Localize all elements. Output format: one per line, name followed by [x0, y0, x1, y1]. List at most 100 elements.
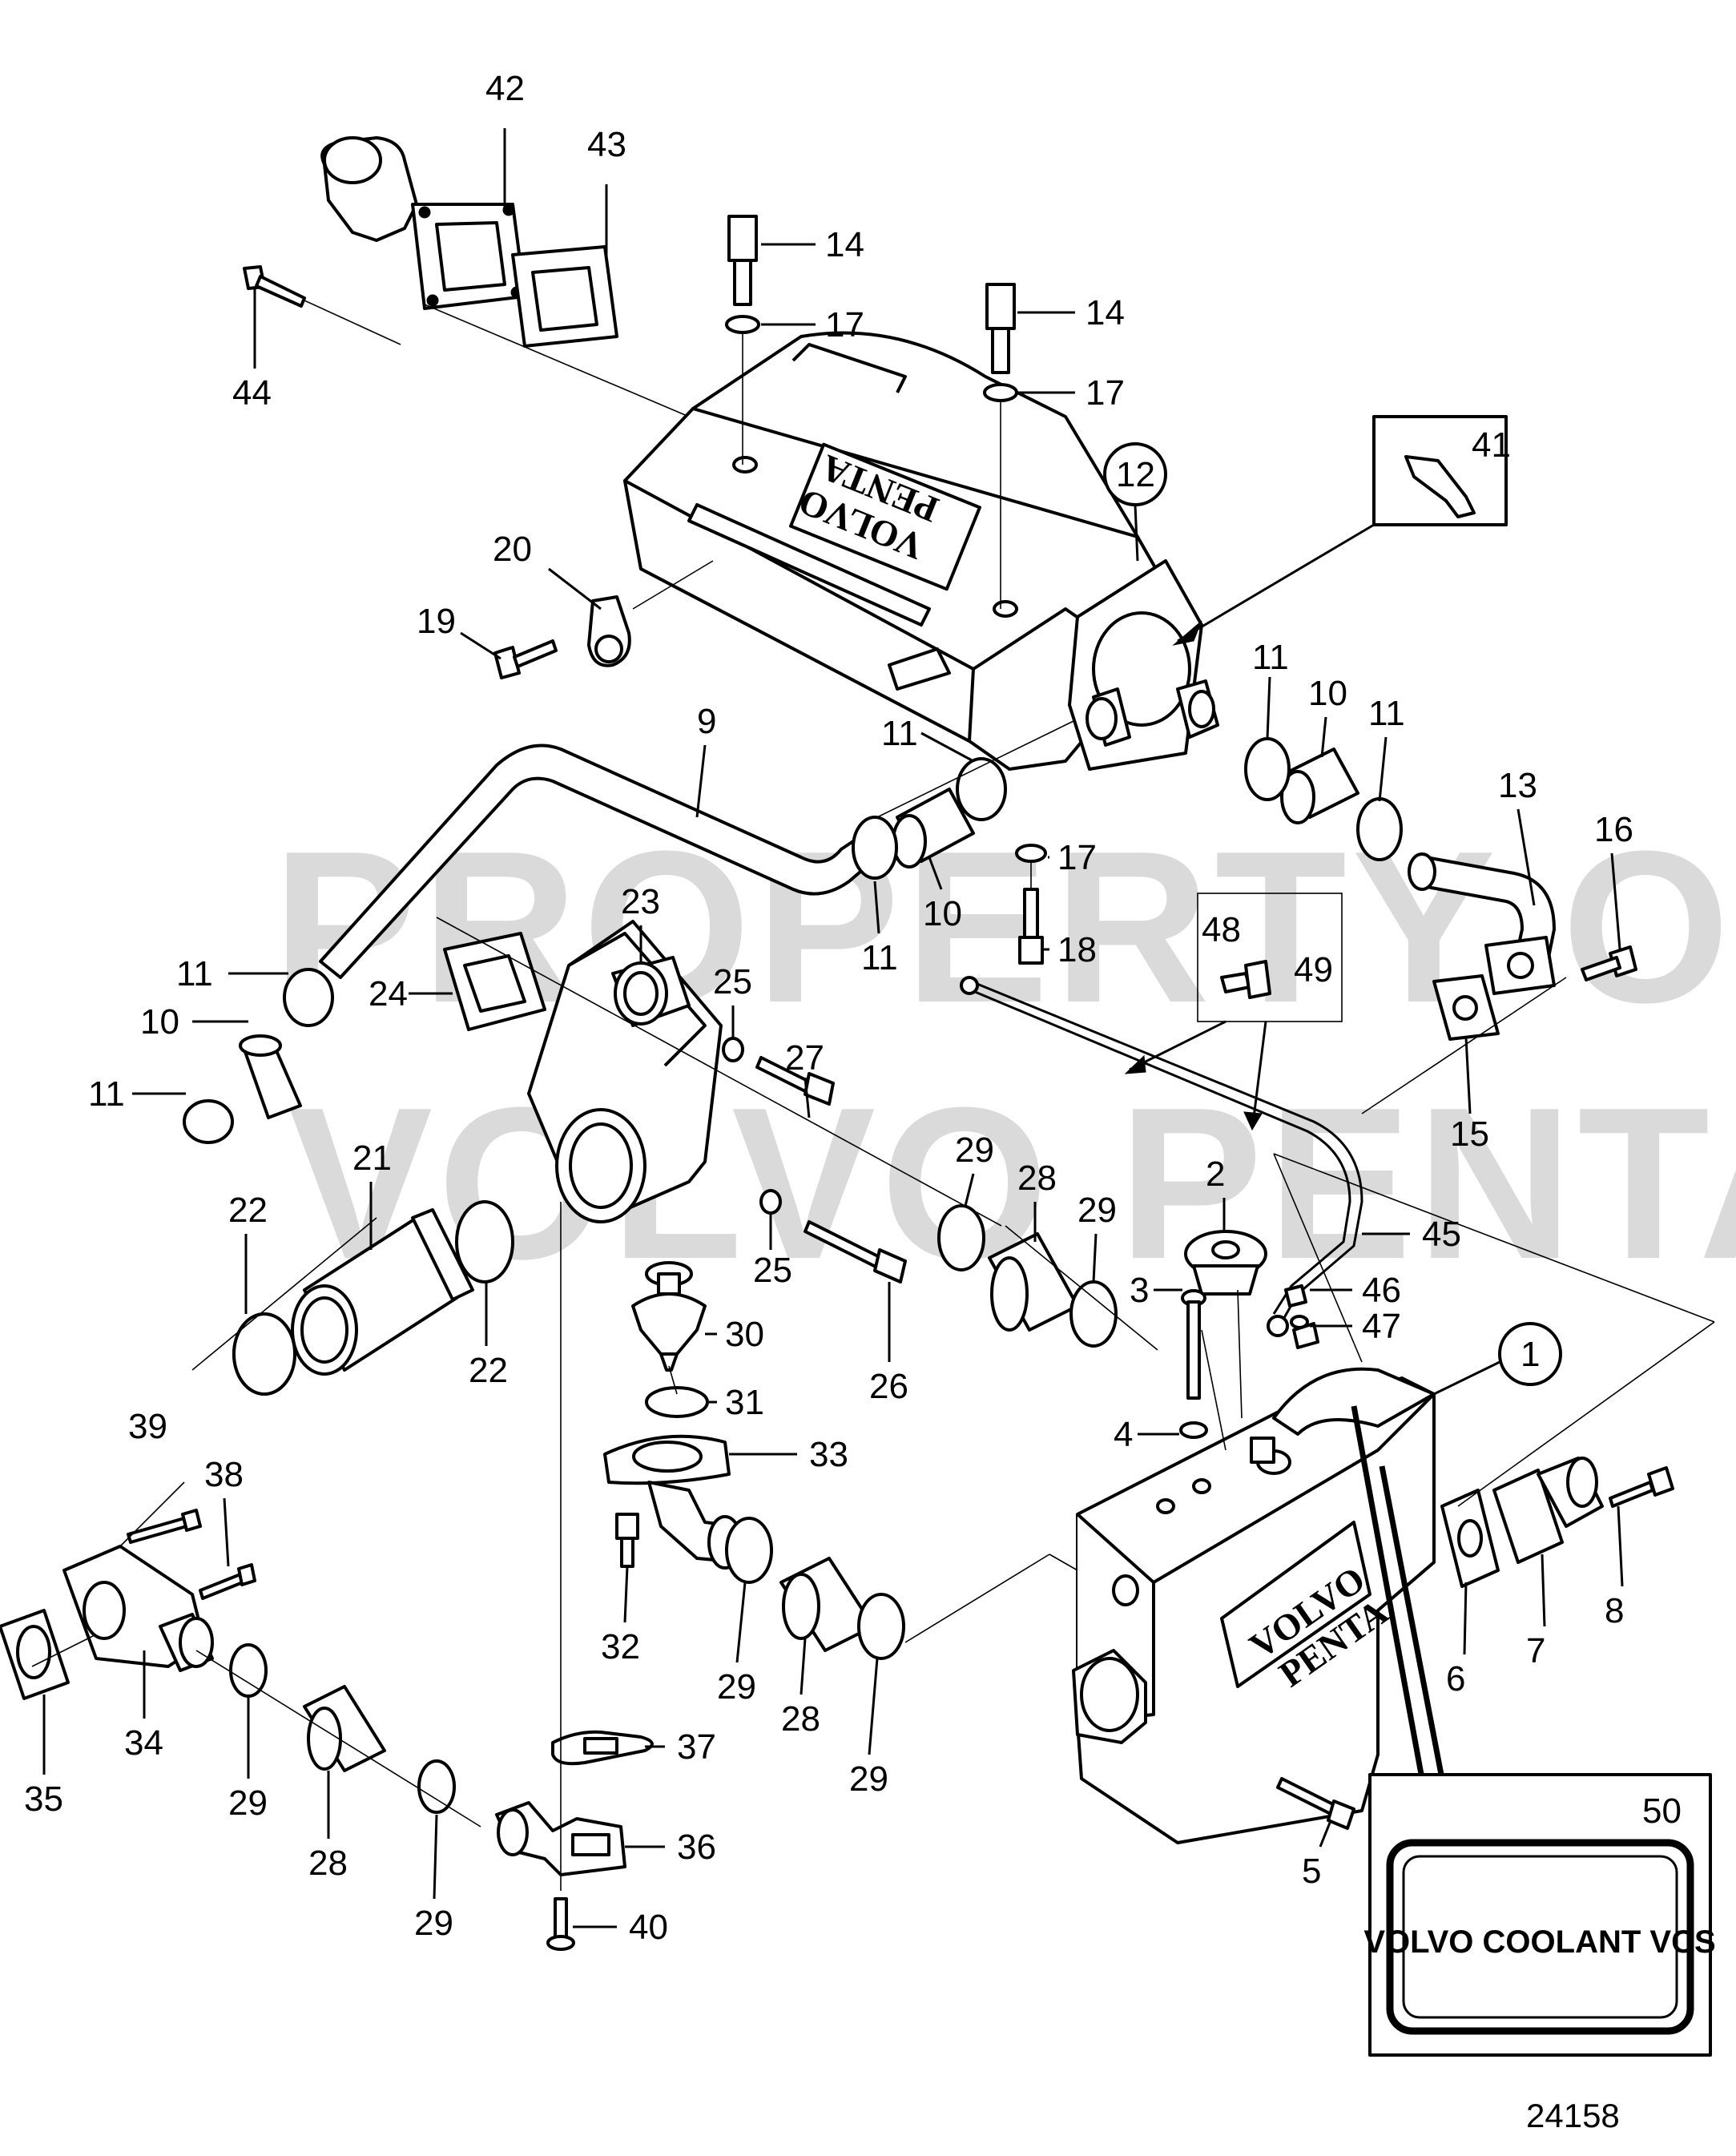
callout-19: 19 — [417, 602, 456, 641]
flange-pipe-7 — [1492, 1457, 1604, 1564]
housing-34 — [62, 1545, 214, 1672]
callout-25-bottom: 25 — [753, 1251, 792, 1290]
callout-9: 9 — [697, 702, 716, 741]
fitting-41-box — [1172, 415, 1508, 646]
callout-14-left: 14 — [825, 225, 864, 264]
callout-7: 7 — [1526, 1631, 1545, 1670]
callout-35: 35 — [24, 1779, 63, 1819]
callout-26: 26 — [869, 1367, 908, 1406]
bolt-44 — [243, 265, 306, 308]
clamp-29-lower — [725, 1517, 905, 1660]
callout-1: 1 — [1521, 1335, 1540, 1374]
bolt-32 — [615, 1513, 639, 1568]
callout-24: 24 — [369, 974, 408, 1014]
callout-11-c: 11 — [881, 714, 918, 753]
callout-22-right: 22 — [469, 1351, 508, 1390]
callout-30: 30 — [725, 1315, 764, 1354]
clamp-29-center — [937, 1204, 1118, 1348]
gasket-37 — [551, 1730, 654, 1766]
nipple-46-47 — [1284, 1284, 1309, 1329]
callout-2: 2 — [1206, 1155, 1225, 1194]
callout-17-left: 17 — [825, 305, 864, 345]
gasket-43 — [511, 245, 618, 348]
bolt-3 — [1181, 1289, 1206, 1400]
guide-lines — [31, 720, 1715, 1891]
callout-42: 42 — [485, 69, 525, 108]
clamp-20 — [587, 595, 631, 667]
gasket-24 — [443, 932, 546, 1031]
callout-11-b: 11 — [1368, 694, 1405, 733]
cover-12 — [1068, 559, 1219, 771]
callout-48: 48 — [1202, 910, 1241, 949]
callout-41: 41 — [1472, 425, 1511, 465]
heat-exchanger-housing: VOLVO PENTA — [623, 331, 1171, 771]
callout-29-e: 29 — [228, 1783, 268, 1823]
callout-46: 46 — [1362, 1271, 1401, 1310]
callout-29-d: 29 — [849, 1759, 888, 1799]
bolt-19 — [493, 639, 558, 679]
callout-4: 4 — [1114, 1415, 1133, 1454]
coolant-label-50: 50 VOLVO COOLANT VCS — [1351, 1405, 1716, 2057]
callout-29-a: 29 — [955, 1130, 994, 1170]
washer-4 — [1179, 1421, 1208, 1439]
callout-20: 20 — [493, 530, 532, 569]
bolt-26 — [804, 1220, 907, 1284]
callout-5: 5 — [1302, 1852, 1321, 1891]
drawing-number: 24158 — [1526, 2097, 1620, 2134]
label-50-text: VOLVO COOLANT VCS — [1363, 1924, 1715, 1960]
outlet-elbow-33 — [603, 1434, 743, 1570]
filler-cap-2 — [1184, 1230, 1267, 1296]
callout-36: 36 — [677, 1828, 716, 1867]
callout-39: 39 — [128, 1407, 167, 1446]
bolt-14-right — [983, 283, 1018, 402]
callout-28-center: 28 — [1017, 1159, 1057, 1198]
callout-49: 49 — [1294, 950, 1333, 989]
hose-10-group — [239, 748, 1359, 1119]
bolt-27 — [755, 1056, 835, 1106]
callout-37: 37 — [677, 1727, 716, 1767]
callout-6: 6 — [1446, 1659, 1465, 1699]
callout-11-d: 11 — [861, 938, 898, 977]
bolt-18 — [1015, 844, 1047, 965]
callout-25-top: 25 — [713, 962, 752, 1001]
callout-31: 31 — [725, 1383, 764, 1422]
callout-10-c: 10 — [140, 1002, 179, 1042]
callout-40: 40 — [629, 1908, 668, 1947]
callout-28-lower: 28 — [781, 1699, 820, 1739]
callout-11-a: 11 — [1252, 638, 1289, 677]
callout-22-left: 22 — [228, 1191, 268, 1230]
bolt-16 — [1581, 945, 1637, 981]
callout-29-c: 29 — [717, 1667, 756, 1707]
clamp-11-group — [183, 737, 1403, 1144]
callout-16: 16 — [1594, 810, 1633, 849]
bolt-5 — [1276, 1777, 1355, 1830]
o-ring-39 — [232, 1312, 296, 1396]
callout-15: 15 — [1450, 1114, 1489, 1154]
callout-47: 47 — [1362, 1307, 1401, 1346]
callout-18: 18 — [1057, 930, 1097, 969]
callout-17-right: 17 — [1086, 373, 1125, 413]
coolant-tank-1: VOLVO PENTA — [1072, 1367, 1436, 1844]
callout-13: 13 — [1498, 766, 1537, 805]
callout-8: 8 — [1605, 1591, 1624, 1630]
callout-32: 32 — [601, 1627, 640, 1666]
callout-33: 33 — [809, 1435, 848, 1474]
callout-14-right: 14 — [1086, 293, 1125, 332]
callout-10-b: 10 — [923, 894, 962, 933]
callout-17-mid: 17 — [1057, 838, 1097, 877]
bolt-40 — [546, 1897, 575, 1951]
callout-34: 34 — [124, 1723, 163, 1763]
callout-21: 21 — [352, 1138, 392, 1178]
callout-11-e: 11 — [176, 954, 213, 993]
gasket-6 — [1440, 1489, 1500, 1588]
label-50-number: 50 — [1642, 1791, 1682, 1831]
thermostat-30 — [631, 1261, 707, 1372]
sensor-48-49-box — [1124, 893, 1343, 1131]
callout-23: 23 — [621, 882, 660, 921]
gasket-15 — [1432, 974, 1500, 1041]
exhaust-elbow-42 — [320, 136, 526, 310]
bolt-8 — [1609, 1466, 1674, 1508]
callout-11-f: 11 — [88, 1074, 125, 1114]
washer-25 — [722, 1037, 782, 1215]
